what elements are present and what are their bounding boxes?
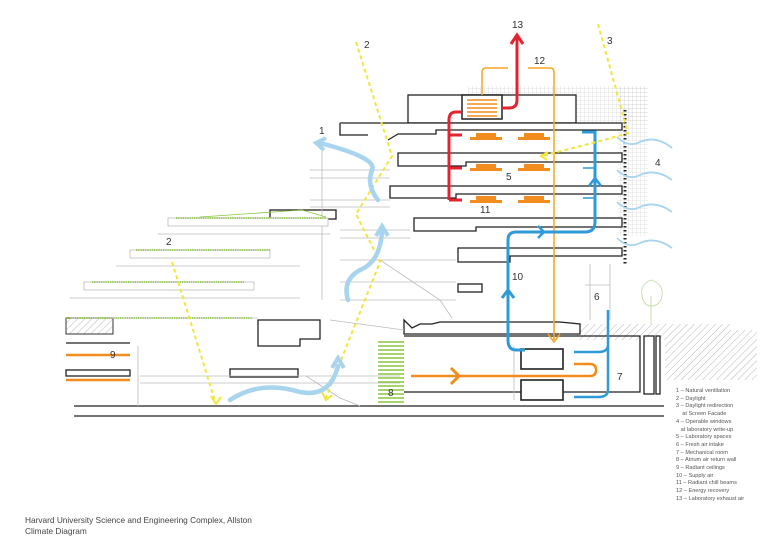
return-air-path — [411, 362, 598, 378]
exhaust-arrow-head — [509, 32, 525, 45]
legend-item-continuation: at laboratory write-up — [680, 426, 734, 433]
atrium-return-wall — [378, 341, 404, 403]
supply-arrow — [537, 225, 546, 239]
callout-3: 3 — [607, 36, 613, 47]
callout-2: 2 — [166, 237, 172, 248]
daylight-arrow — [539, 151, 549, 161]
screen-facade-grid — [618, 86, 648, 236]
tree-icon — [641, 279, 663, 324]
green-roof-mound — [199, 209, 327, 218]
ventilation-arrow — [312, 136, 327, 152]
legend-item: 13 – Laboratory exhaust air — [676, 495, 745, 502]
legend-item: 5 – Laboratory spaces — [676, 434, 732, 441]
energy-recovery-arrow — [547, 333, 561, 344]
legend-item: 2 – Daylight — [676, 395, 706, 402]
callout-10: 10 — [512, 272, 524, 283]
callout-6: 6 — [594, 292, 600, 303]
ventilation-arrow — [374, 222, 390, 238]
legend-item: 12 – Energy recovery — [676, 488, 730, 495]
callout-1: 1 — [319, 126, 325, 137]
caption-subtitle: Climate Diagram — [25, 526, 87, 536]
mechanical-unit — [520, 379, 564, 401]
callout-9: 9 — [110, 350, 116, 361]
daylight-arrow — [210, 395, 222, 406]
energy-recovery-loop — [481, 67, 555, 340]
callout-4: 4 — [655, 158, 661, 169]
legend-item: 11 – Radiant chill beams — [676, 480, 737, 487]
callout-13: 13 — [512, 20, 524, 31]
legend-item-continuation: at Screen Facade — [682, 411, 727, 418]
facade-inlet-air — [616, 136, 673, 249]
green-roofs — [66, 217, 326, 319]
legend-item: 6 – Fresh air intake — [676, 441, 724, 448]
caption: Harvard University Science and Engineeri… — [25, 515, 252, 537]
daylight-paths — [171, 23, 630, 405]
ground-hatch — [577, 324, 757, 380]
chill-beams — [470, 133, 550, 203]
mechanical-unit — [520, 348, 564, 370]
energy-recovery-coil — [461, 94, 503, 120]
natural-ventilation-paths — [227, 140, 385, 403]
legend-item: 9 – Radiant ceilings — [676, 465, 725, 472]
daylight-arrow — [321, 391, 333, 402]
caption-title: Harvard University Science and Engineeri… — [25, 515, 252, 525]
callout-7: 7 — [617, 372, 623, 383]
exhaust-air-path — [447, 38, 519, 202]
callout-5: 5 — [506, 172, 512, 183]
ground-hatch — [65, 317, 114, 335]
supply-air-path — [506, 130, 597, 352]
terraced-wings — [70, 217, 330, 319]
callout-12: 12 — [534, 56, 546, 67]
return-air-arrow — [449, 366, 462, 386]
supply-arrow — [588, 175, 602, 187]
energy-recovery-fins — [467, 99, 497, 117]
legend-item: 7 – Mechanical room — [676, 449, 728, 456]
callout-11: 11 — [480, 205, 491, 216]
supply-arrow — [500, 287, 516, 299]
legend-item: 3 – Daylight redirection — [676, 403, 734, 410]
callout-2: 2 — [364, 40, 370, 51]
legend: 1 – Natural ventilation 2 – Daylight 3 –… — [676, 388, 744, 504]
fresh-air-intake — [574, 310, 610, 399]
legend-item: 10 – Supply air — [676, 472, 714, 479]
legend-item: 8 – Atrium air return wall — [676, 457, 737, 464]
legend-item: 1 – Natural ventilation — [676, 388, 731, 394]
callout-8: 8 — [388, 388, 394, 399]
ventilation-arrow — [330, 354, 346, 370]
legend-item: 4 – Operable windows — [676, 418, 732, 425]
